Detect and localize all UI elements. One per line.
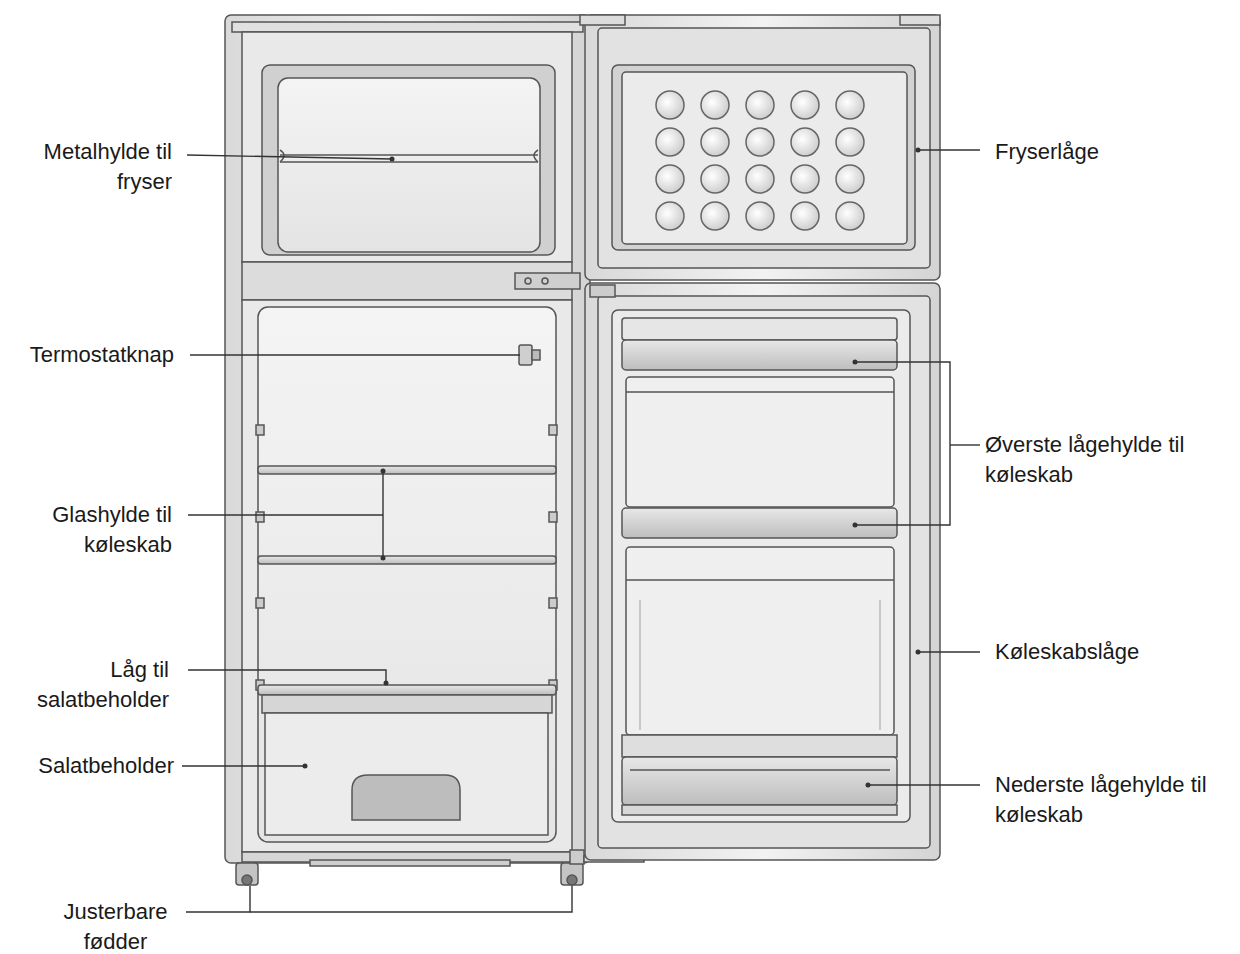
part-label: Glashylde til køleskab [17, 500, 172, 560]
part-label: Låg til salatbeholder [4, 655, 169, 715]
part-label: Metalhylde til fryser [37, 137, 172, 197]
egg-hole [791, 165, 819, 193]
part-label: Nederste lågehylde til køleskab [995, 770, 1235, 830]
part-label: Justerbare fødder [48, 897, 183, 954]
part-label: Køleskabslåge [995, 637, 1215, 667]
egg-hole [656, 165, 684, 193]
egg-hole [701, 165, 729, 193]
egg-hole [746, 91, 774, 119]
part-label: Øverste lågehylde til køleskab [985, 430, 1230, 490]
egg-hole [791, 91, 819, 119]
egg-hole [746, 202, 774, 230]
part-label: Termostatknap [4, 340, 174, 370]
egg-hole [836, 91, 864, 119]
egg-hole [746, 128, 774, 156]
egg-hole [701, 128, 729, 156]
egg-hole [656, 128, 684, 156]
egg-hole [791, 128, 819, 156]
egg-hole [701, 202, 729, 230]
egg-hole [836, 202, 864, 230]
egg-hole [656, 91, 684, 119]
egg-hole [746, 165, 774, 193]
egg-hole [701, 91, 729, 119]
egg-hole [836, 165, 864, 193]
part-label: Fryserlåge [995, 137, 1195, 167]
egg-hole [656, 202, 684, 230]
part-label: Salatbeholder [4, 751, 174, 781]
egg-hole [791, 202, 819, 230]
egg-hole [836, 128, 864, 156]
